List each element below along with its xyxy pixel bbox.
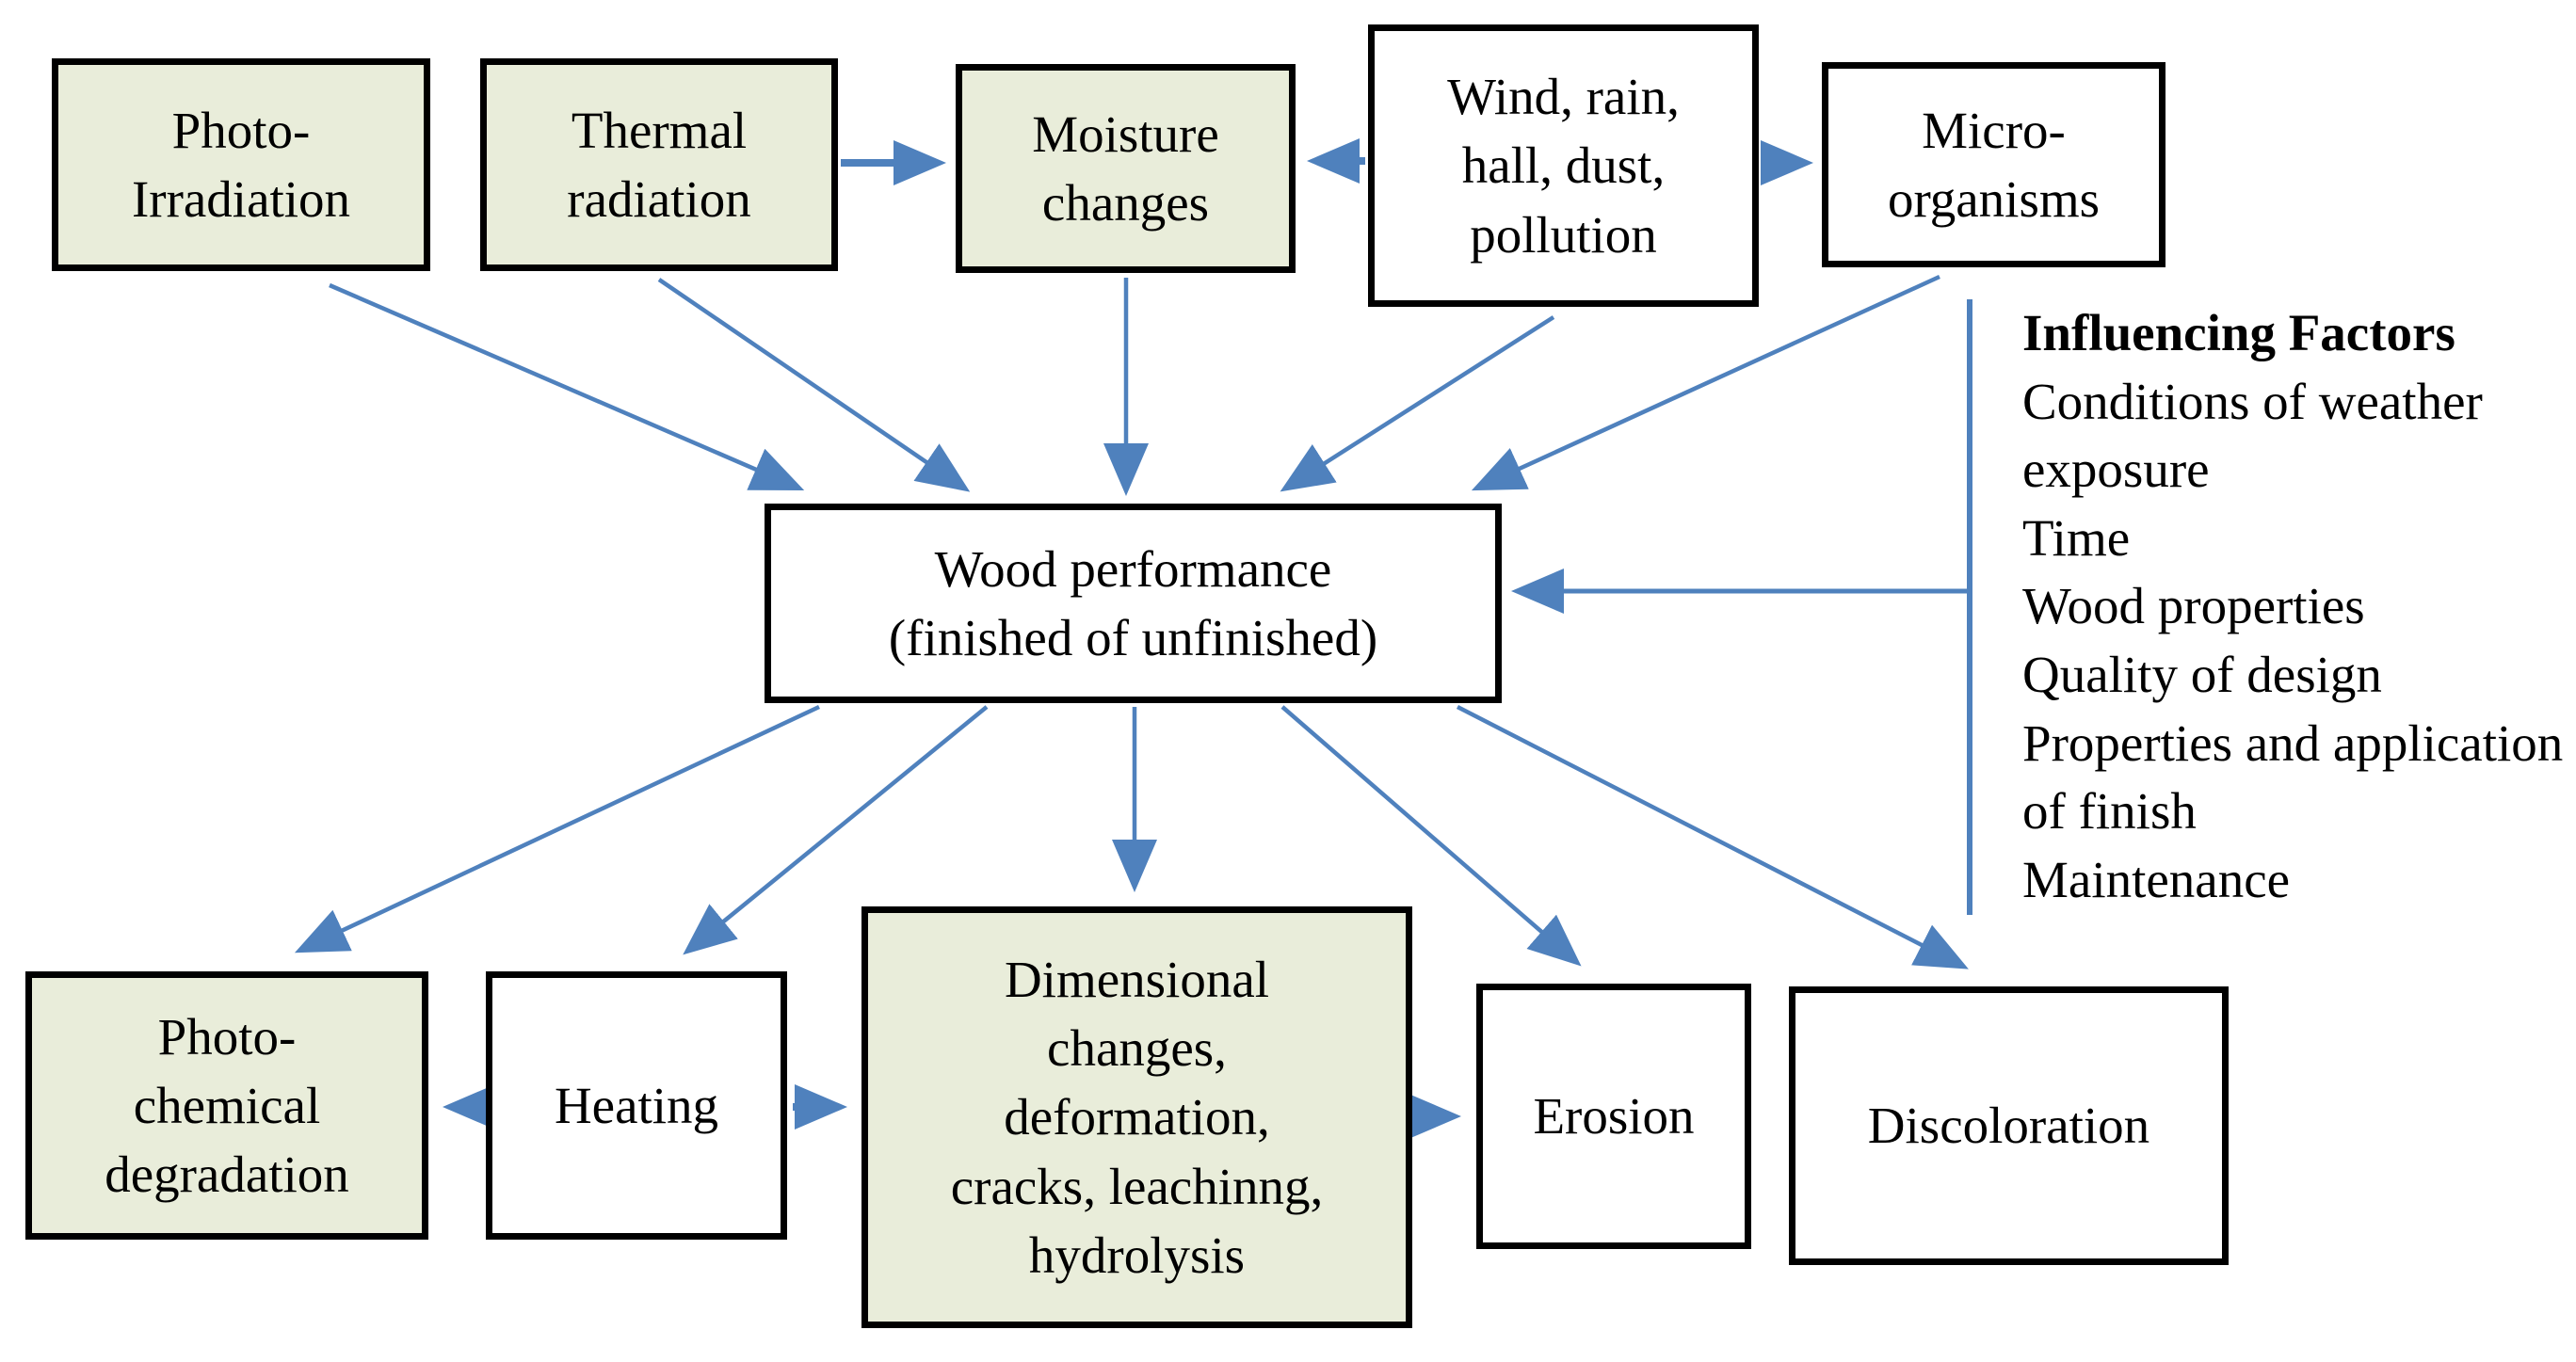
box-micro-organisms: Micro- organisms — [1822, 62, 2165, 267]
box-thermal-radiation-label: Thermal radiation — [567, 101, 751, 228]
box-heating: Heating — [486, 971, 787, 1240]
box-moisture-changes: Moisture changes — [956, 64, 1296, 273]
arrow-wood-to-discoloration — [1456, 704, 1969, 969]
influencing-factor-item: Conditions of weather exposure — [2022, 372, 2483, 499]
arrow-thermal-radiation-to-wood — [657, 278, 971, 492]
box-photo-irradiation-label: Photo- Irradiation — [131, 101, 351, 228]
influencing-factors-title: Influencing Factors — [2022, 304, 2455, 361]
box-discoloration-label: Discoloration — [1867, 1097, 2150, 1155]
box-photo-irradiation: Photo- Irradiation — [52, 58, 430, 271]
box-wood-performance-label: Wood performance (finished of unfinished… — [888, 539, 1378, 666]
influencing-factor-item: Properties and application of finish — [2022, 713, 2564, 841]
box-discoloration: Discoloration — [1789, 986, 2229, 1265]
arrow-wood-to-heating — [683, 705, 989, 955]
box-heating-label: Heating — [554, 1076, 719, 1134]
box-photo-chemical-degradation: Photo- chemical degradation — [25, 971, 428, 1240]
arrow-wood-to-photo-chemical — [294, 704, 820, 953]
arrow-photo-irradiation-to-wood — [329, 282, 805, 490]
box-photo-chemical-degradation-label: Photo- chemical degradation — [105, 1007, 349, 1204]
influencing-factor-item: Wood properties — [2022, 577, 2365, 635]
influencing-factor-item: Maintenance — [2022, 850, 2291, 908]
box-dimensional-changes-label: Dimensional changes, deformation, cracks… — [950, 951, 1324, 1284]
box-micro-organisms-label: Micro- organisms — [1887, 101, 2101, 228]
arrow-wood-to-erosion — [1280, 705, 1582, 967]
box-erosion: Erosion — [1476, 984, 1751, 1249]
arrow-wind-rain-to-wood — [1280, 315, 1555, 492]
box-wind-rain-hall-dust-pollution-label: Wind, rain, hall, dust, pollution — [1447, 68, 1680, 264]
box-erosion-label: Erosion — [1533, 1087, 1695, 1146]
box-dimensional-changes: Dimensional changes, deformation, cracks… — [861, 906, 1412, 1328]
arrow-micro-organisms-to-wood — [1471, 274, 1940, 491]
influencing-factor-item: Time — [2022, 508, 2131, 567]
box-moisture-changes-label: Moisture changes — [1032, 104, 1219, 232]
influencing-factor-item: Quality of design — [2022, 645, 2382, 703]
box-wind-rain-hall-dust-pollution: Wind, rain, hall, dust, pollution — [1368, 24, 1759, 307]
box-thermal-radiation: Thermal radiation — [480, 58, 838, 271]
influencing-factors-block: Influencing Factors Conditions of weathe… — [2022, 299, 2576, 914]
box-wood-performance: Wood performance (finished of unfinished… — [765, 504, 1502, 703]
